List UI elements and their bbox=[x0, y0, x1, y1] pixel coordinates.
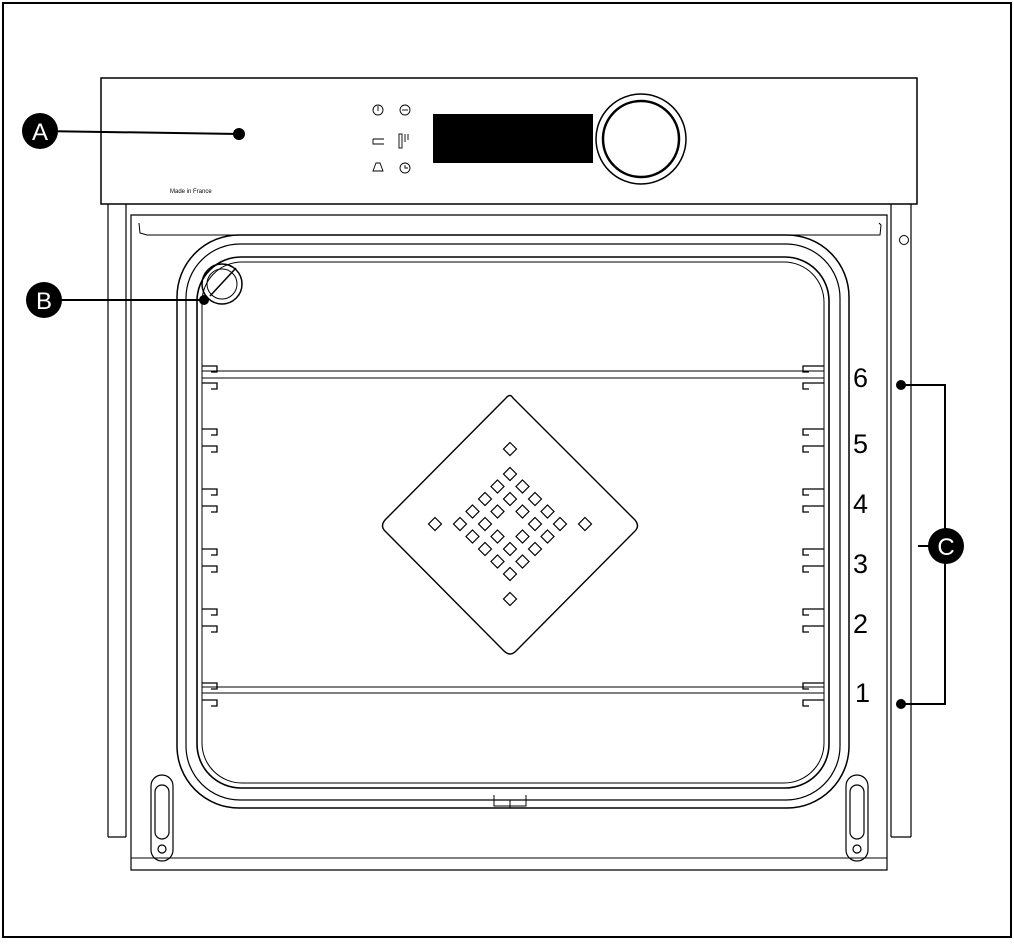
fan-vent-hole bbox=[502, 541, 518, 557]
fan-vent-hole bbox=[477, 541, 493, 557]
wire-racks bbox=[202, 370, 824, 694]
clock-icon bbox=[399, 162, 411, 174]
callout-a-label: A bbox=[32, 119, 48, 146]
shelf-level-6: 6 bbox=[853, 363, 868, 393]
runner-hook-left bbox=[202, 625, 218, 633]
fan-vent-hole bbox=[490, 504, 505, 519]
fan-vent-hole bbox=[490, 479, 505, 494]
fan-vent-hole bbox=[577, 516, 593, 532]
oven-window bbox=[176, 234, 850, 809]
callout-c: C bbox=[896, 380, 964, 709]
runner-hook-left bbox=[202, 365, 218, 373]
bell-icon bbox=[372, 162, 384, 172]
fan-vent-hole bbox=[502, 591, 518, 607]
fan-vent-hole bbox=[465, 529, 480, 544]
callout-b: B bbox=[26, 282, 209, 318]
runner-hook-right bbox=[802, 505, 824, 513]
runner-hook-right bbox=[802, 488, 824, 496]
runner-hook-left bbox=[202, 565, 218, 573]
fan-vent-hole bbox=[540, 529, 555, 544]
fan-vent-hole bbox=[527, 516, 543, 532]
callout-c-label: C bbox=[937, 534, 954, 561]
back-icon bbox=[372, 138, 384, 145]
fan-vent-hole bbox=[452, 516, 468, 532]
runner-hook-left bbox=[202, 608, 218, 616]
fan-vent-hole bbox=[502, 466, 518, 482]
runner-hook-right bbox=[802, 608, 824, 616]
fan-vent-hole bbox=[527, 541, 543, 557]
runner-hook-right bbox=[802, 382, 824, 390]
made-in-label: Made in France bbox=[170, 189, 212, 195]
control-knob-inner bbox=[601, 99, 681, 179]
runner-hook-left bbox=[202, 428, 218, 436]
mode-icon bbox=[399, 104, 411, 116]
runner-hook-right bbox=[802, 699, 824, 707]
probe-icon bbox=[398, 133, 409, 149]
oven-body bbox=[107, 204, 912, 871]
oven-lamp bbox=[201, 263, 243, 305]
runner-hook-right bbox=[802, 625, 824, 633]
fan-vent-hole bbox=[540, 504, 555, 519]
runner-hook-left bbox=[202, 488, 218, 496]
fan-vent-hole bbox=[427, 516, 443, 532]
fan-vent-hole bbox=[515, 479, 530, 494]
fan-vent-hole bbox=[490, 554, 505, 569]
callout-b-label: B bbox=[36, 288, 52, 315]
fan-vent-hole bbox=[502, 441, 518, 457]
runner-hook-right bbox=[802, 428, 824, 436]
power-icon bbox=[372, 104, 384, 116]
shelf-level-3: 3 bbox=[853, 549, 868, 579]
fan-vent-hole bbox=[502, 566, 518, 582]
fan-vent-hole bbox=[515, 504, 530, 519]
fan-vent-hole bbox=[552, 516, 568, 532]
runner-hook-right bbox=[802, 548, 824, 556]
door-hinge-right bbox=[845, 774, 869, 862]
runner-hook-right bbox=[802, 365, 824, 373]
shelf-level-1: 1 bbox=[855, 678, 870, 708]
runner-hook-left bbox=[202, 445, 218, 453]
runner-hook-left bbox=[202, 699, 218, 707]
fan-vent-hole bbox=[515, 529, 530, 544]
door-hinge-left bbox=[150, 774, 174, 862]
shelf-level-5: 5 bbox=[853, 429, 868, 459]
shelf-level-labels: 6 5 4 3 2 1 bbox=[853, 363, 870, 708]
fan-vent-hole bbox=[477, 516, 493, 532]
fan-vent-holes bbox=[427, 441, 593, 607]
fan-vent-hole bbox=[502, 491, 518, 507]
shelf-runners bbox=[202, 365, 824, 707]
runner-hook-left bbox=[202, 682, 218, 690]
fan-vent-hole bbox=[465, 504, 480, 519]
display-screen bbox=[433, 114, 593, 163]
runner-hook-left bbox=[202, 548, 218, 556]
callout-a: A bbox=[22, 113, 240, 149]
runner-hook-right bbox=[802, 445, 824, 453]
runner-hook-left bbox=[202, 382, 218, 390]
fan-cover bbox=[381, 394, 639, 655]
shelf-level-2: 2 bbox=[853, 609, 868, 639]
fan-vent-hole bbox=[515, 554, 530, 569]
control-panel: Made in France bbox=[100, 77, 918, 205]
shelf-level-4: 4 bbox=[853, 489, 868, 519]
runner-hook-right bbox=[802, 682, 824, 690]
runner-hook-left bbox=[202, 505, 218, 513]
fan-vent-hole bbox=[477, 491, 493, 507]
fan-vent-hole bbox=[527, 491, 543, 507]
runner-hook-right bbox=[802, 565, 824, 573]
fan-vent-hole bbox=[490, 529, 505, 544]
